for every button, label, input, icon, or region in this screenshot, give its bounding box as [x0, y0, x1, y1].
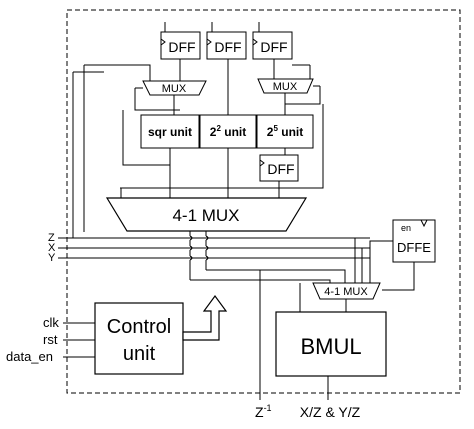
- chip-boundary: [66, 9, 461, 394]
- input-data-en-label: data_en: [6, 349, 53, 364]
- dffe: en DFFE: [392, 219, 436, 263]
- pow2-unit: 22 unit: [199, 114, 257, 149]
- mux-right-label: MUX: [273, 81, 298, 93]
- mux-main-label: 4-1 MUX: [172, 206, 239, 225]
- dff-top-3-label: DFF: [260, 39, 287, 55]
- pow5-unit-label: 25 unit: [267, 124, 303, 139]
- bmul-block: BMUL: [275, 311, 387, 377]
- sqr-unit-label: sqr unit: [148, 125, 192, 139]
- mux-left: MUX: [142, 80, 207, 96]
- control-unit-line1: Control: [107, 316, 171, 338]
- bus-y-label: Y: [48, 252, 56, 264]
- control-unit-line2: unit: [123, 343, 156, 365]
- sqr-unit: sqr unit: [140, 114, 200, 149]
- dffe-en-label: en: [401, 223, 411, 233]
- pow2-unit-label: 22 unit: [210, 124, 246, 139]
- dff-top-1-label: DFF: [168, 39, 195, 55]
- bmul-label: BMUL: [300, 334, 361, 359]
- dff-top-2: DFF: [206, 31, 247, 60]
- bus-x-label: X: [48, 242, 56, 254]
- mux-sub-label: 4-1 MUX: [324, 286, 368, 298]
- dff-top-1: DFF: [160, 31, 201, 60]
- mux-right: MUX: [257, 78, 314, 94]
- mux-left-label: MUX: [162, 83, 187, 95]
- bus-z-label: Z: [48, 232, 55, 244]
- input-clk-label: clk: [43, 315, 59, 330]
- dff-lower: DFF: [259, 154, 299, 182]
- control-unit: Control unit: [94, 302, 184, 375]
- dff-top-3: DFF: [252, 31, 293, 60]
- control-output-arrow: [182, 294, 228, 341]
- mux-main: 4-1 MUX: [105, 197, 308, 232]
- input-rst-label: rst: [43, 332, 58, 347]
- output-xz-yz-label: X/Z & Y/Z: [300, 404, 361, 420]
- dff-top-2-label: DFF: [214, 39, 241, 55]
- output-zinv-label: Z-1: [255, 403, 272, 420]
- mux-sub: 4-1 MUX: [312, 282, 381, 300]
- dff-lower-label: DFF: [267, 161, 294, 177]
- dffe-label: DFFE: [397, 240, 431, 255]
- pow5-unit: 25 unit: [256, 114, 314, 149]
